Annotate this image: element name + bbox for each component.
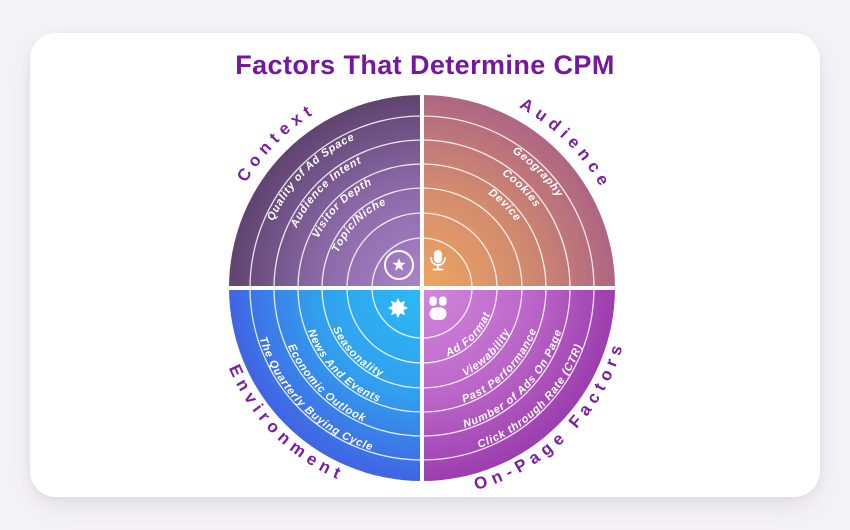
quadrant-context-wedge <box>229 95 422 288</box>
mouse-icon <box>429 296 447 320</box>
sun-icon <box>388 298 408 318</box>
quadrant-environment-wedge <box>229 288 422 481</box>
infographic-card: Factors That Determine CPM <box>30 33 820 497</box>
quadrant-audience-wedge <box>422 95 615 288</box>
quadrant-onpage-wedge <box>422 288 615 481</box>
star-icon <box>384 250 414 280</box>
microphone-icon <box>430 250 446 271</box>
cpm-wheel: Quality of Ad Space Audience Intent Visi… <box>225 94 622 494</box>
page-title: Factors That Determine CPM <box>235 50 615 80</box>
